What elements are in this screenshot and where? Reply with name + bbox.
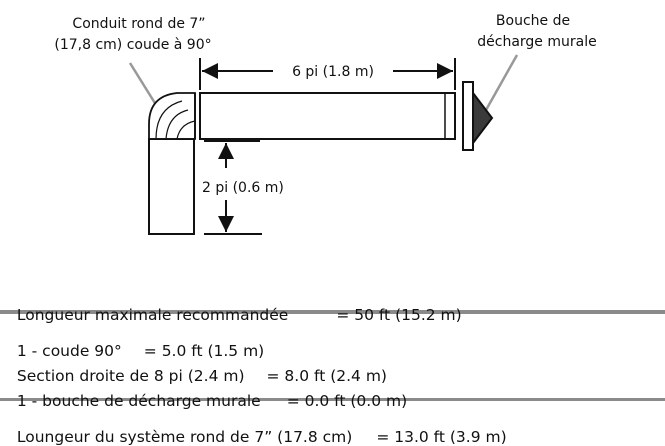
duct-diagram: Conduit rond de 7” (17,8 cm) coude à 90°… [54, 13, 597, 235]
divider-rule [0, 398, 665, 401]
hood-leader-line [484, 54, 519, 111]
max-length-label: Longueur maximale recommandée [16, 306, 289, 324]
divider-rule [0, 310, 665, 314]
component-value: = 8.0 ft (2.4 m) [266, 367, 387, 385]
horizontal-dimension-label: 6 pi (1.8 m) [292, 64, 374, 80]
total-label: Loungeur du système rond de 7” (17.8 cm) [16, 428, 353, 446]
component-label: 1 - bouche de décharge murale [16, 392, 261, 410]
hood-label-line1: Bouche de [496, 13, 570, 29]
component-value: = 5.0 ft (1.5 m) [143, 342, 265, 360]
total-row: Loungeur du système rond de 7” (17.8 cm)… [7, 410, 507, 446]
horizontal-duct [199, 92, 456, 140]
component-label: Section droite de 8 pi (2.4 m) [16, 367, 245, 385]
component-value: = 0.0 ft (0.0 m) [286, 392, 408, 410]
component-label: 1 - coude 90° [16, 342, 122, 360]
component-row: 1 - coude 90° = 5.0 ft (1.5 m) [7, 324, 264, 360]
elbow-label-line2: (17,8 cm) coude à 90° [54, 37, 211, 53]
hood-label-line2: décharge murale [477, 34, 596, 50]
total-value: = 13.0 ft (3.9 m) [376, 428, 507, 446]
vertical-dimension-label: 2 pi (0.6 m) [202, 180, 284, 196]
vertical-duct [148, 138, 195, 235]
elbow-label-line1: Conduit rond de 7” [72, 16, 205, 32]
component-row: Section droite de 8 pi (2.4 m) = 8.0 ft (… [7, 349, 387, 385]
component-row: 1 - bouche de décharge murale = 0.0 ft (0… [7, 374, 407, 410]
elbow-leader-line [128, 62, 160, 109]
wall-discharge-hood [462, 81, 494, 151]
elbow-90 [148, 92, 201, 140]
max-length-row: Longueur maximale recommandée = 50 ft (15… [7, 288, 462, 324]
max-length-value: = 50 ft (15.2 m) [336, 306, 462, 324]
